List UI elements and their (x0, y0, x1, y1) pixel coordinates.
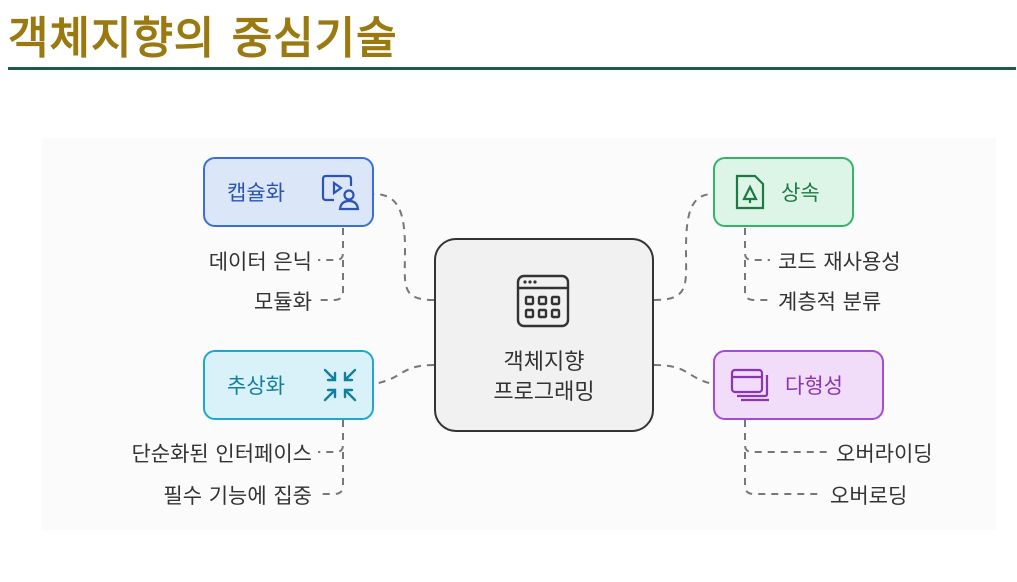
leaf-code-reuse: 코드 재사용성 (778, 250, 901, 274)
leaf-simplified-interface: 단순화된 인터페이스 (131, 442, 312, 466)
node-inheritance-label: 상속 (781, 181, 820, 205)
connector-inheritance (653, 193, 714, 301)
leaf-data-hiding: 데이터 은닉 (208, 250, 312, 274)
leaf-overloading: 오버로딩 (830, 484, 908, 508)
node-encapsulation-label: 캡슐화 (227, 181, 285, 205)
node-abstraction-label: 추상화 (227, 374, 285, 398)
connector-leaf-hierarchy (744, 260, 770, 301)
node-encapsulation: 캡슐화 (203, 157, 374, 227)
connector-leaf-data-hiding (318, 228, 344, 261)
center-node: 객체지향 프로그래밍 (434, 238, 654, 432)
leaf-modularity: 모듈화 (254, 290, 312, 314)
center-label-line2: 프로그래밍 (493, 380, 595, 405)
node-abstraction: 추상화 (203, 350, 374, 420)
connector-encapsulation (373, 193, 435, 301)
connector-leaf-overriding (744, 420, 828, 453)
user-video-icon (321, 174, 360, 211)
node-polymorphism: 다형성 (713, 350, 884, 420)
connector-leaf-core-focus (318, 452, 344, 495)
center-label-line1: 객체지향 (503, 350, 585, 375)
shrink-arrows-icon (323, 368, 357, 402)
connector-leaf-overloading (744, 452, 822, 495)
calendar-grid-icon (516, 274, 570, 328)
stacked-windows-icon (730, 368, 769, 402)
leaf-overriding: 오버라이딩 (836, 442, 933, 466)
connector-leaf-simple-interface (318, 420, 344, 453)
document-tree-icon (735, 174, 765, 210)
connector-leaf-modularity (318, 260, 344, 301)
connector-leaf-code-reuse (744, 228, 770, 261)
connector-abstraction (373, 364, 435, 385)
leaf-essential-focus: 필수 기능에 집중 (163, 484, 312, 508)
page-title: 객체지향의 중심기술 (8, 13, 398, 64)
leaf-hierarchical-classification: 계층적 분류 (778, 290, 882, 314)
title-underline (8, 67, 1016, 70)
connector-polymorphism (653, 364, 714, 385)
node-inheritance: 상속 (713, 157, 854, 227)
node-polymorphism-label: 다형성 (785, 374, 843, 398)
